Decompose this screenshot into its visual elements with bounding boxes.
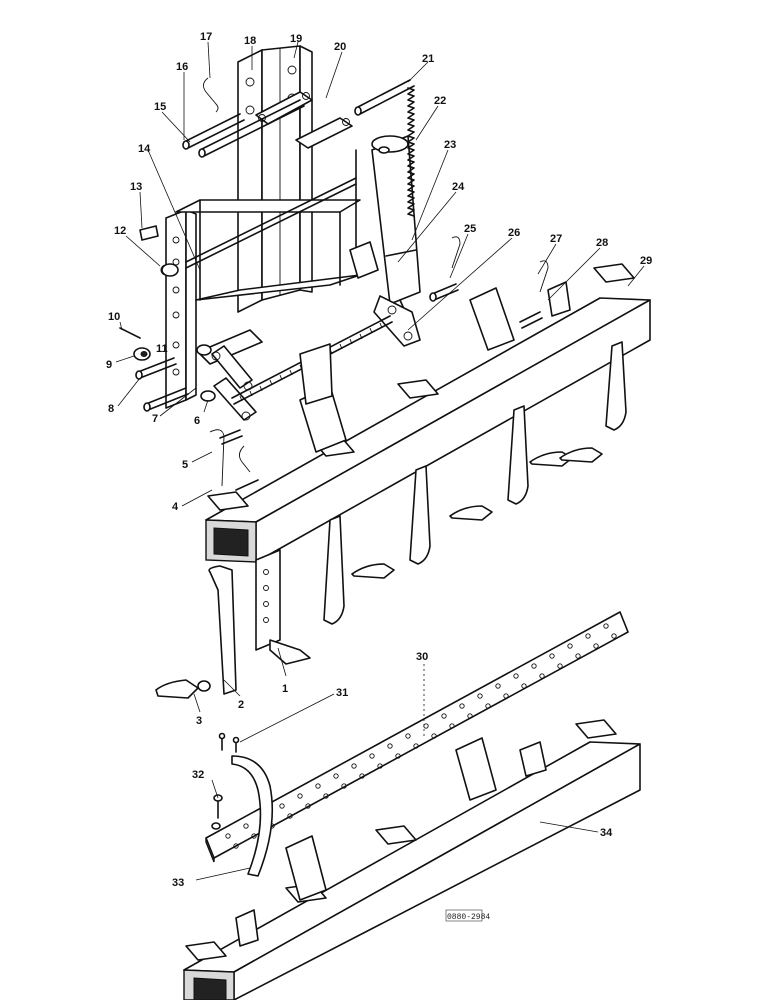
- callout-4: 4: [172, 501, 179, 513]
- callout-11: 11: [156, 343, 168, 355]
- tine-2: [155, 565, 237, 699]
- callout-25: 25: [464, 223, 476, 235]
- callout-5: 5: [182, 459, 188, 471]
- callout-21: 21: [422, 53, 434, 65]
- pin-17: [198, 99, 305, 158]
- plate-holes: [225, 623, 617, 849]
- callout-9: 9: [106, 359, 112, 371]
- callout-26: 26: [508, 227, 520, 239]
- callout-15: 15: [154, 101, 166, 113]
- upper-toolbar: [205, 263, 651, 563]
- callout-7: 7: [152, 413, 158, 425]
- lower-toolbar: [183, 719, 641, 1000]
- lower-links: [197, 241, 421, 421]
- reference-code: 0880-2984: [447, 913, 490, 922]
- callout-14: 14: [138, 143, 151, 155]
- callout-22: 22: [434, 95, 446, 107]
- callout-32: 32: [192, 769, 204, 781]
- callout-13: 13: [130, 181, 142, 193]
- callout-27: 27: [550, 233, 562, 245]
- callout-20: 20: [334, 41, 346, 53]
- callout-3: 3: [196, 715, 202, 727]
- callout-28: 28: [596, 237, 608, 249]
- callout-10: 10: [108, 311, 120, 323]
- pin-16: [182, 113, 245, 150]
- headstock-frame: [165, 45, 415, 409]
- bolts-and-tine-33: [211, 732, 274, 877]
- callout-23: 23: [444, 139, 456, 151]
- callout-18: 18: [244, 35, 256, 47]
- tines-upper: [155, 341, 627, 699]
- callout-24: 24: [452, 181, 465, 193]
- callout-2: 2: [238, 699, 244, 711]
- leader-lines: [115, 41, 645, 881]
- tine-middle: [323, 341, 627, 625]
- callout-17: 17: [200, 31, 212, 43]
- right-small-pins: [429, 236, 549, 329]
- linch-pin-18: [203, 77, 219, 113]
- callout-33: 33: [172, 877, 184, 889]
- callout-31: 31: [336, 687, 348, 699]
- callout-29: 29: [640, 255, 652, 267]
- reference-code-box: [445, 909, 483, 922]
- callout-1: 1: [282, 683, 288, 695]
- callout-30: 30: [416, 651, 428, 663]
- spring-22: [407, 87, 415, 217]
- tine-1: [255, 549, 311, 665]
- callout-12: 12: [114, 225, 126, 237]
- callout-19: 19: [290, 33, 302, 45]
- callout-6: 6: [194, 415, 200, 427]
- callout-labels: 1 2 3 4 5 6 7 8 9 10 11 12 13 14 15 16 1…: [106, 31, 652, 922]
- callout-8: 8: [108, 403, 114, 415]
- pin-21: [354, 79, 415, 116]
- callout-34: 34: [600, 827, 613, 839]
- callout-16: 16: [176, 61, 188, 73]
- slotted-plate: [205, 611, 629, 863]
